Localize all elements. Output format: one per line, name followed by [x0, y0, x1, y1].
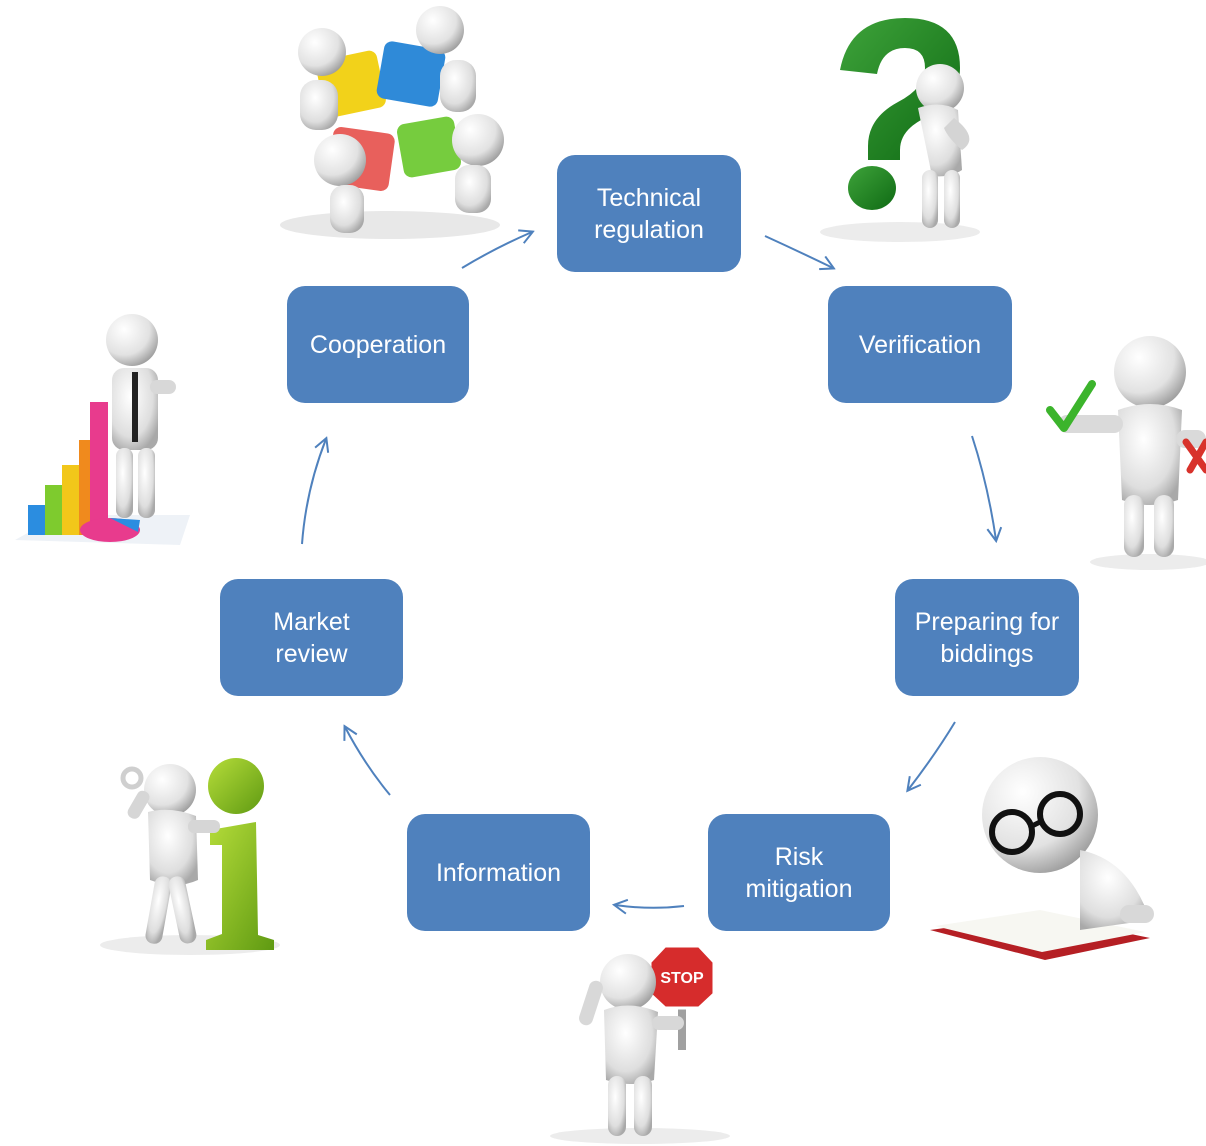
step-preparing-for-biddings: Preparing for biddings: [895, 579, 1079, 696]
stop-sign-illustration: [550, 944, 730, 1144]
arrow-verification-to-preparing: [971, 435, 996, 540]
check-decision-illustration: [1046, 336, 1206, 570]
arrow-regulation-to-verification: [764, 235, 833, 268]
step-market-review: Market review: [220, 579, 403, 696]
arrow-preparing-to-risk: [908, 721, 956, 790]
business-chart-illustration: [15, 314, 190, 545]
step-risk-mitigation: Risk mitigation: [708, 814, 890, 931]
step-information: Information: [407, 814, 590, 931]
arrow-risk-to-information: [615, 905, 685, 908]
question-mark-illustration: [800, 10, 990, 246]
step-cooperation: Cooperation: [287, 286, 469, 403]
reading-book-illustration: [930, 757, 1154, 960]
arrow-cooperation-to-regulation: [461, 232, 532, 269]
puzzle-team-illustration: [280, 6, 504, 239]
arrow-market-to-cooperation: [301, 439, 326, 545]
step-technical-regulation: Technical regulation: [557, 155, 741, 272]
step-verification: Verification: [828, 286, 1012, 403]
arrow-information-to-market: [345, 727, 391, 796]
info-sign-illustration: [100, 758, 280, 955]
